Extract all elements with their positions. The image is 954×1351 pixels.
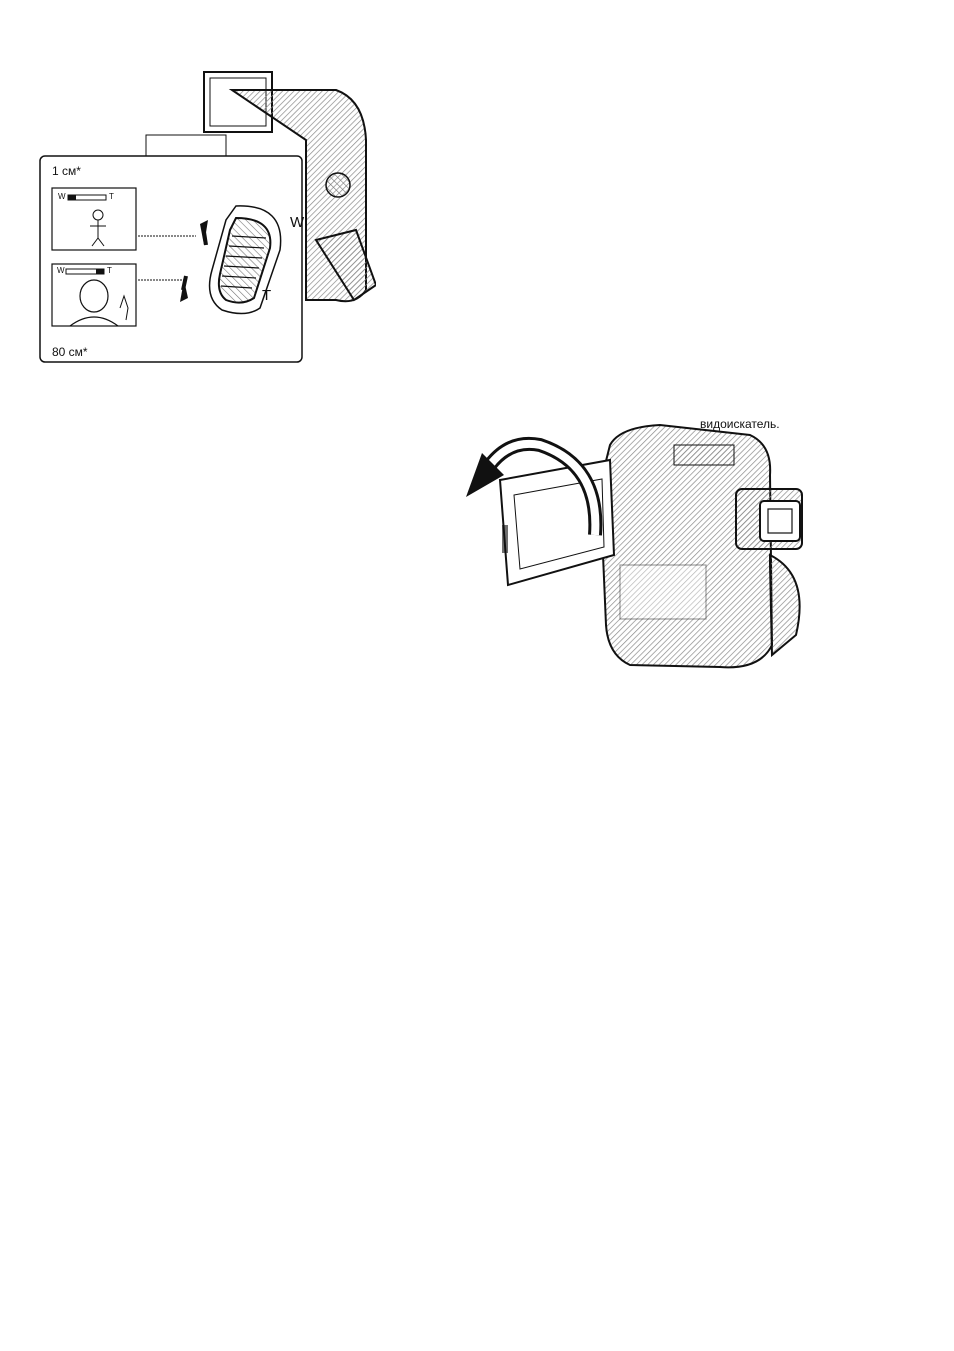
- lcd-panel-illustration: [460, 405, 840, 685]
- tele-label: T: [262, 287, 271, 304]
- near-distance-label: 1 см*: [52, 164, 81, 178]
- zoom-lever-drawing: [36, 60, 376, 370]
- lcd-panel-drawing: [460, 405, 840, 685]
- wide-label: W: [290, 214, 304, 231]
- mini-tele-label: T: [109, 192, 114, 201]
- mini-wide-label-2: W: [57, 266, 65, 275]
- mini-tele-label-2: T: [107, 266, 112, 275]
- viewfinder-caption: видоискатель.: [700, 417, 780, 431]
- far-distance-label: 80 см*: [52, 345, 88, 359]
- zoom-lever-illustration: W T W T: [36, 60, 376, 370]
- mini-wide-label: W: [58, 192, 66, 201]
- camera-body-2: [600, 425, 802, 667]
